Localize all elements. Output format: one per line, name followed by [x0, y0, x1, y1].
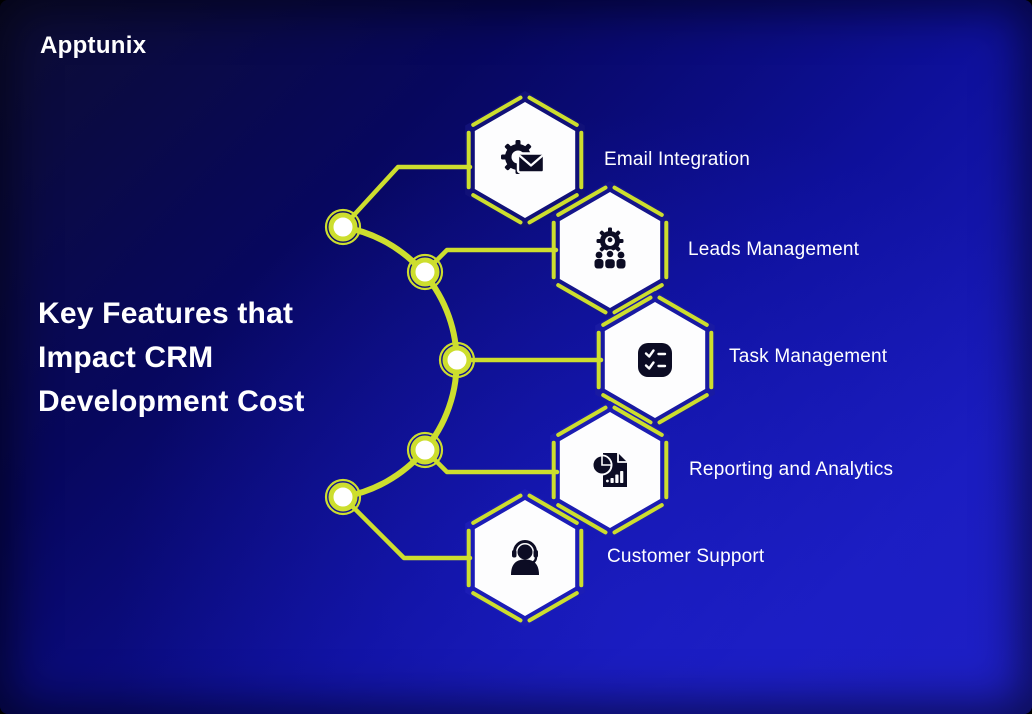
- hexagon-email: [465, 91, 585, 229]
- hexagon-support: [465, 489, 585, 627]
- headset-agent-icon: [511, 540, 539, 575]
- feature-task-management: [580, 285, 730, 435]
- timeline-node: [324, 478, 362, 516]
- feature-label-email-integration: Email Integration: [604, 149, 750, 170]
- timeline-node: [406, 431, 444, 469]
- timeline-arc: [340, 224, 460, 500]
- page-title-line: Key Features that: [38, 297, 294, 330]
- team-gear-icon: [594, 227, 626, 270]
- feature-label-task-management: Task Management: [729, 346, 888, 367]
- feature-label-leads-management: Leads Management: [688, 239, 860, 260]
- timeline-node: [406, 253, 444, 291]
- page-title-line: Impact CRM: [38, 341, 214, 374]
- page-title: Key Features that Impact CRM Development…: [38, 292, 305, 424]
- feature-email-integration: [450, 85, 600, 235]
- timeline-node: [324, 208, 362, 246]
- report-analytics-icon: [591, 453, 627, 487]
- brand-logo-text: Apptunix: [40, 32, 147, 59]
- feature-customer-support: [450, 483, 600, 633]
- timeline-node: [438, 341, 476, 379]
- checklist-icon: [638, 343, 672, 377]
- gear-email-icon: [501, 140, 546, 174]
- page-title-line: Development Cost: [38, 385, 305, 418]
- brand-logo: Apptunix: [40, 32, 146, 60]
- feature-reporting-analytics: [535, 395, 685, 545]
- hexagon-reporting: [550, 401, 670, 539]
- feature-label-customer-support: Customer Support: [607, 546, 765, 567]
- feature-leads-management: [535, 175, 685, 325]
- hexagon-task: [595, 291, 715, 429]
- hexagon-leads: [550, 181, 670, 319]
- feature-label-reporting-analytics: Reporting and Analytics: [689, 459, 894, 480]
